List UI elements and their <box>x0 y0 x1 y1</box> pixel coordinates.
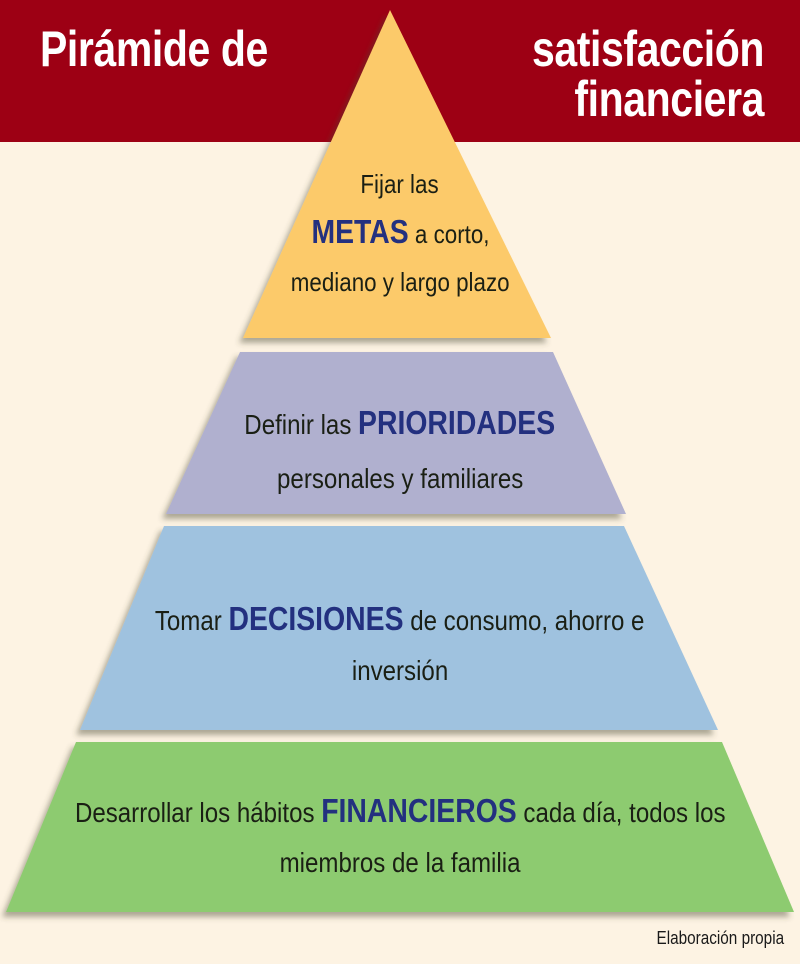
tier-3-keyword: DECISIONES <box>228 600 404 637</box>
title-right-line2: financiera <box>574 71 764 127</box>
tier-2-keyword: PRIORIDADES <box>358 404 556 441</box>
tier-2-line-2: personales y familiares <box>276 463 524 494</box>
source-caption: Elaboración propia <box>656 928 784 948</box>
tier-4-financieros-shape <box>6 742 794 912</box>
tier-1-text: Fijar las METAS a corto, mediano y largo… <box>250 160 550 306</box>
tier-2-text: Definir las PRIORIDADES personales y fam… <box>180 396 620 506</box>
tier-3-line-2: inversión <box>351 655 449 686</box>
tier-1-metas-shape <box>243 10 551 338</box>
tier-4-line-2: miembros de la familia <box>279 847 521 878</box>
tier-4-text: Desarrollar los hábitos FINANCIEROS cada… <box>20 786 780 888</box>
title-right: satisfacción financiera <box>532 24 764 124</box>
tier-1-line-1: Fijar las <box>360 169 440 199</box>
tier-3-decisiones-shape <box>80 526 718 730</box>
title-right-line1: satisfacción <box>531 21 764 77</box>
tier-1-line-3: mediano y largo plazo <box>290 267 510 297</box>
title-left: Pirámide de <box>40 21 268 77</box>
tier-4-keyword: FINANCIEROS <box>320 792 517 829</box>
tier-3-text: Tomar DECISIONES de consumo, ahorro e in… <box>90 594 710 696</box>
tier-2-prioridades-shape <box>166 352 626 514</box>
tier-1-keyword: METAS <box>310 213 409 250</box>
